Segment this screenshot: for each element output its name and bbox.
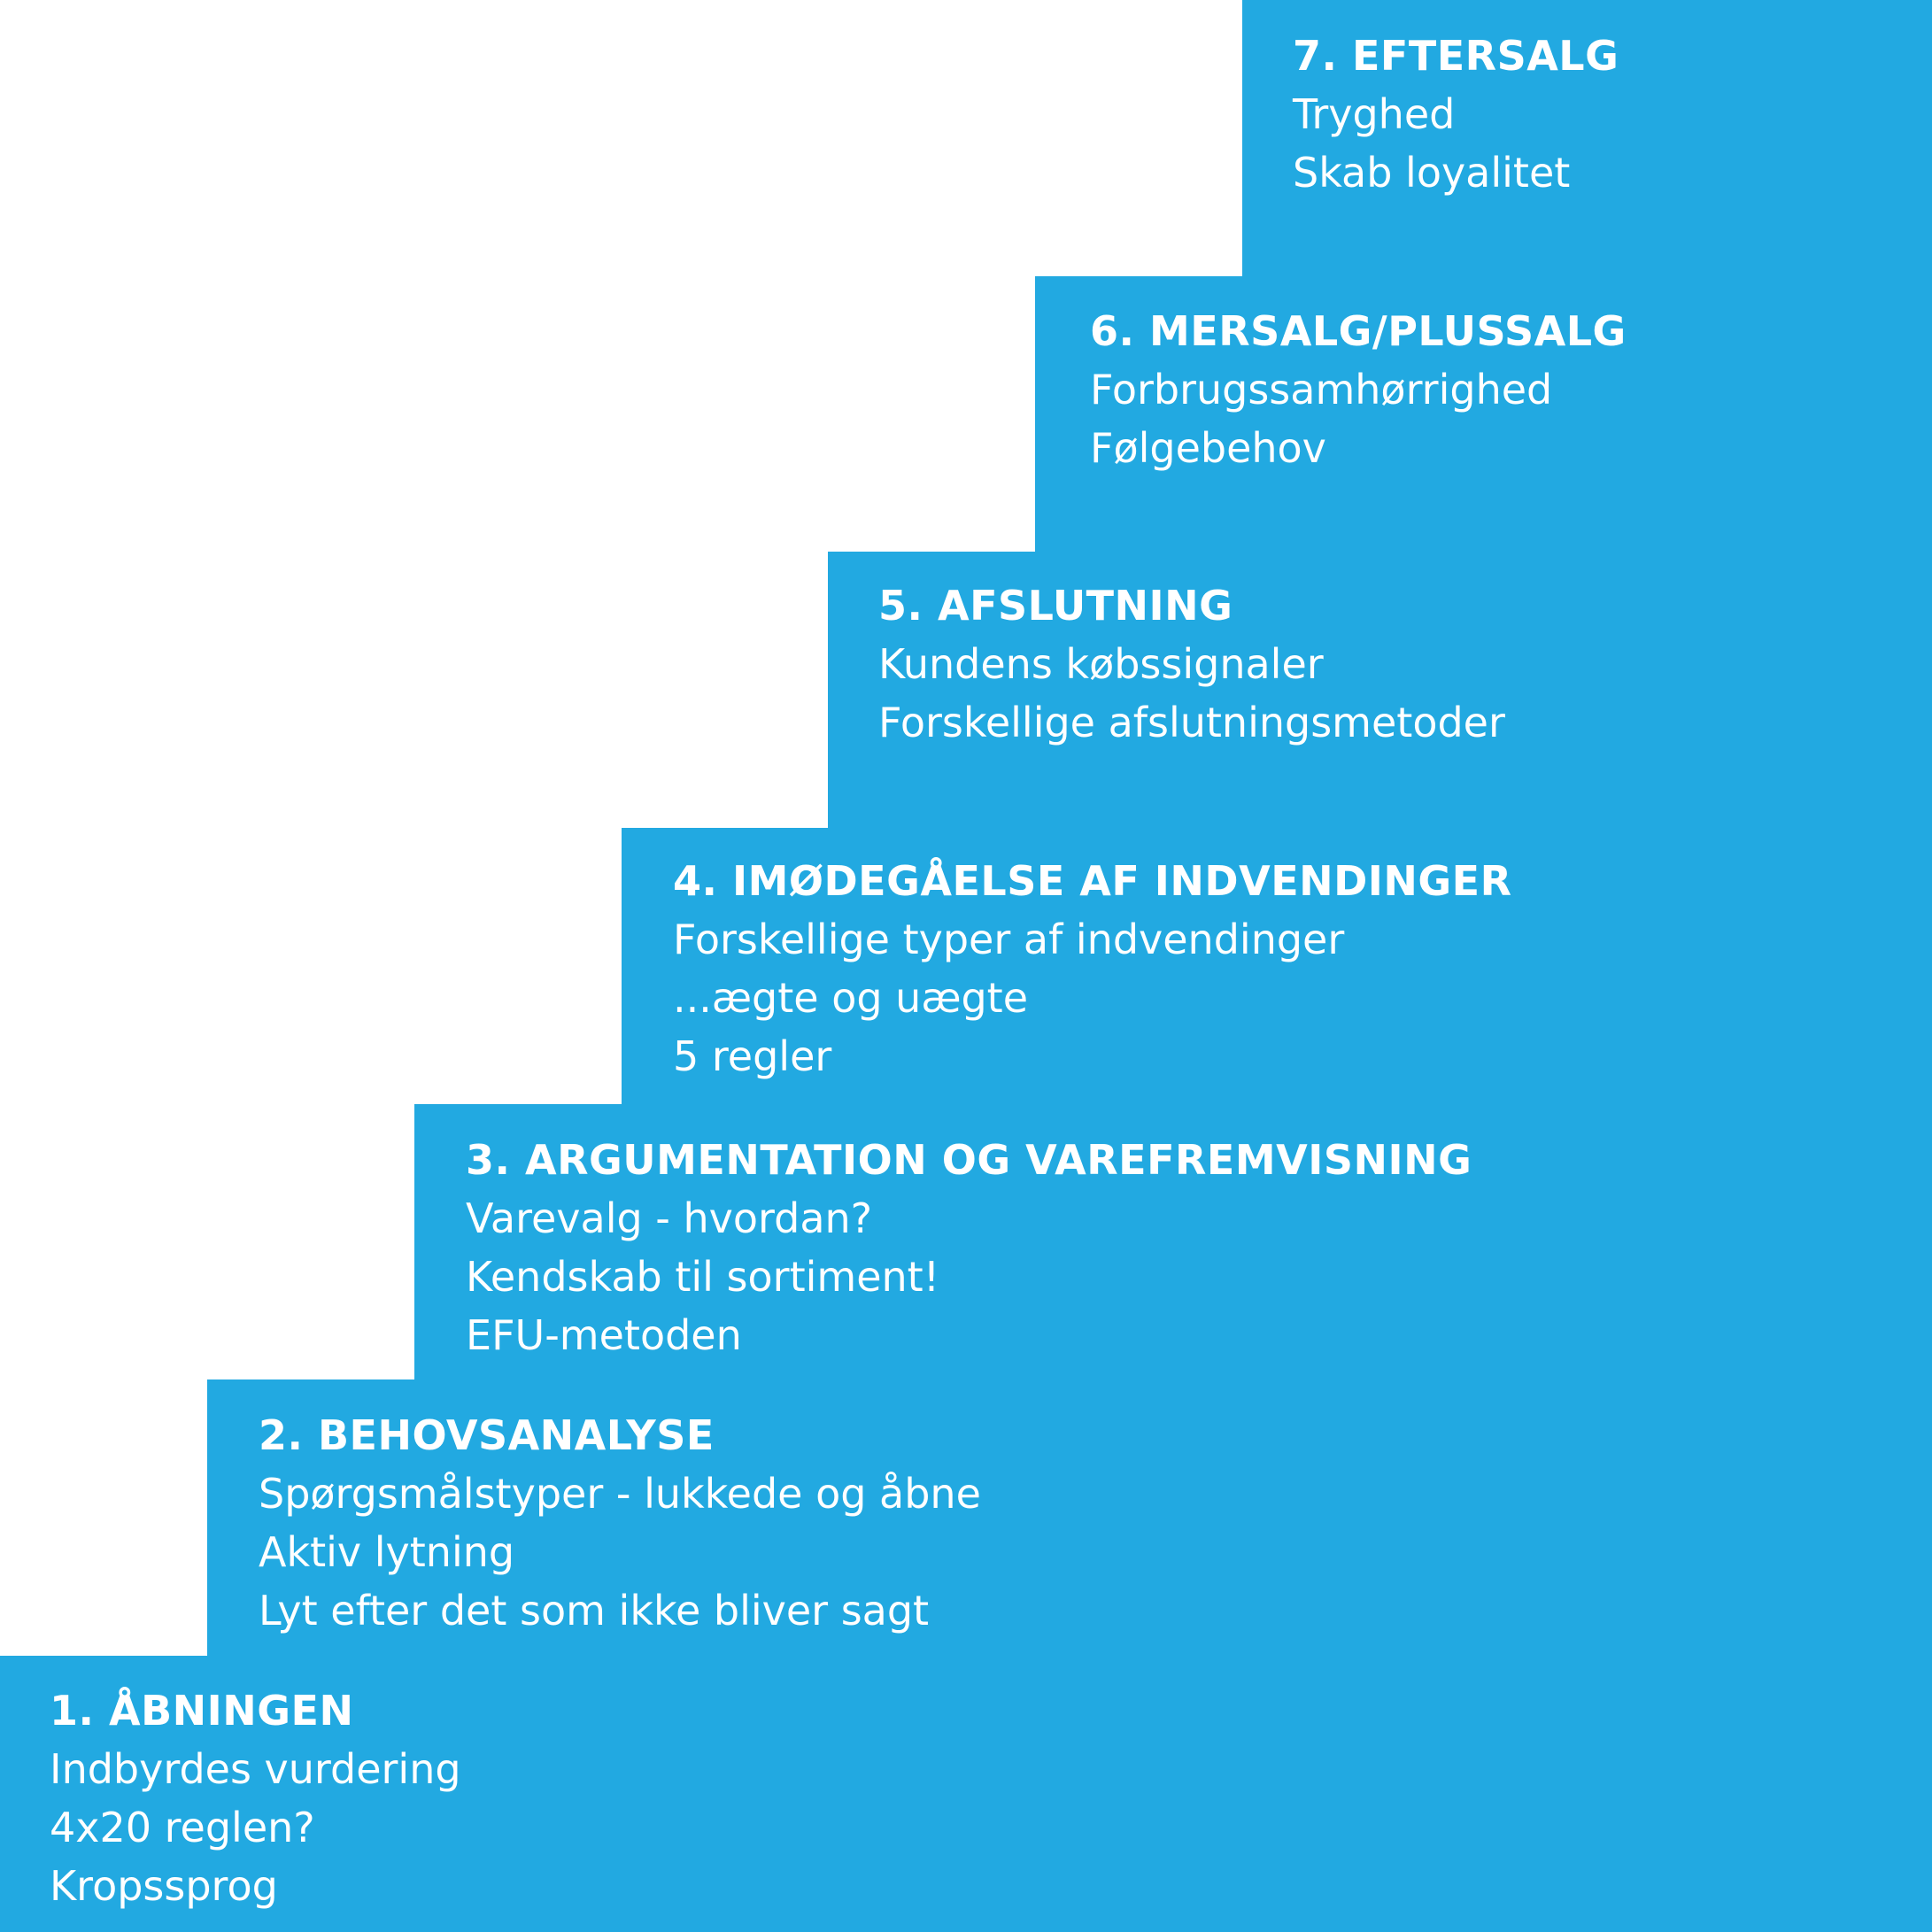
step-7-line-2: Skab loyalitet xyxy=(1293,149,1571,197)
step-7-block xyxy=(1242,0,1932,1932)
step-6-text: 6. MERSALG/PLUSSALG Forbrugssamhørrighed… xyxy=(1090,302,1627,477)
step-3-line-2: Kendskab til sortiment! xyxy=(466,1253,940,1301)
step-7-text: 7. EFTERSALG Tryghed Skab loyalitet xyxy=(1293,27,1619,202)
step-4-title: 4. IMØDEGÅELSE AF INDVENDINGER xyxy=(673,857,1512,905)
step-7-title: 7. EFTERSALG xyxy=(1293,32,1619,80)
step-4-text: 4. IMØDEGÅELSE AF INDVENDINGER Forskelli… xyxy=(673,852,1512,1086)
step-3-text: 3. ARGUMENTATION OG VAREFREMVISNING Vare… xyxy=(466,1131,1472,1364)
step-1-text: 1. ÅBNINGEN Indbyrdes vurdering 4x20 reg… xyxy=(50,1681,461,1915)
step-5-line-1: Kundens købssignaler xyxy=(878,640,1324,688)
step-1-line-2: 4x20 reglen? xyxy=(50,1804,315,1851)
step-3-line-1: Varevalg - hvordan? xyxy=(466,1194,873,1242)
step-2-line-3: Lyt efter det som ikke bliver sagt xyxy=(259,1587,930,1634)
step-5-text: 5. AFSLUTNING Kundens købssignaler Forsk… xyxy=(878,576,1505,752)
step-1-title: 1. ÅBNINGEN xyxy=(50,1687,354,1735)
step-4-line-2: ...ægte og uægte xyxy=(673,974,1029,1022)
step-3-title: 3. ARGUMENTATION OG VAREFREMVISNING xyxy=(466,1136,1472,1184)
step-2-text: 2. BEHOVSANALYSE Spørgsmålstyper - lukke… xyxy=(259,1406,981,1640)
step-6-title: 6. MERSALG/PLUSSALG xyxy=(1090,307,1627,355)
step-5-title: 5. AFSLUTNING xyxy=(878,582,1233,630)
step-2-line-1: Spørgsmålstyper - lukkede og åbne xyxy=(259,1470,981,1518)
step-7-line-1: Tryghed xyxy=(1293,90,1456,138)
step-6-line-1: Forbrugssamhørrighed xyxy=(1090,366,1553,413)
step-4-line-1: Forskellige typer af indvendinger xyxy=(673,916,1345,963)
step-2-line-2: Aktiv lytning xyxy=(259,1528,515,1576)
step-5-line-2: Forskellige afslutningsmetoder xyxy=(878,699,1505,746)
step-1-line-1: Indbyrdes vurdering xyxy=(50,1745,461,1793)
step-4-line-3: 5 regler xyxy=(673,1032,832,1080)
step-6-line-2: Følgebehov xyxy=(1090,424,1326,472)
step-1-line-3: Kropssprog xyxy=(50,1862,278,1910)
step-2-title: 2. BEHOVSANALYSE xyxy=(259,1411,715,1459)
step-3-line-3: EFU-metoden xyxy=(466,1311,742,1359)
